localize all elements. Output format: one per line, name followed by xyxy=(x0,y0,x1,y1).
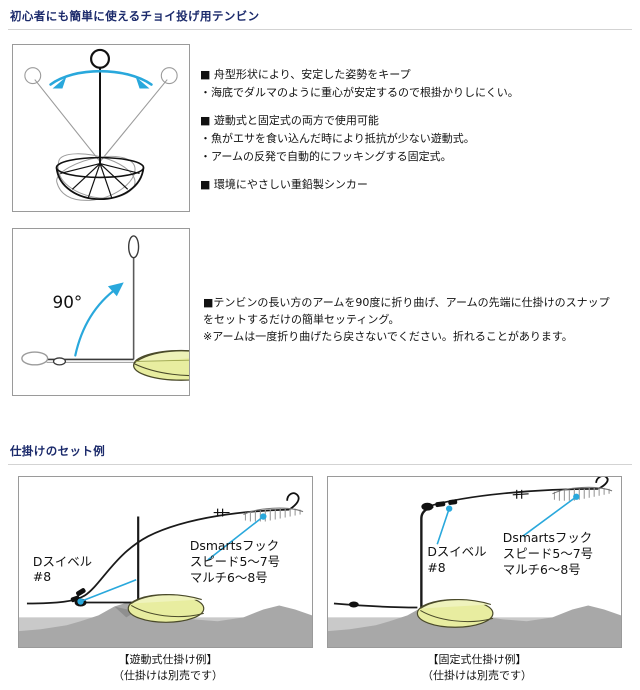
ghost-arm-right xyxy=(99,67,178,162)
stability-illustration xyxy=(24,48,178,201)
swivel-pointer-line xyxy=(80,579,137,603)
hook-label-line1: Dsmartsフック xyxy=(190,539,279,553)
hook-pointer-dot xyxy=(573,493,580,500)
arm-top-ring xyxy=(127,235,140,259)
section-heading-features: 初心者にも簡単に使えるチョイ投げ用テンビン xyxy=(10,9,260,23)
feature-line-2: ■ 遊動式と固定式の両方で使用可能 xyxy=(200,114,379,127)
caption-line-1: 【固定式仕掛け例】 xyxy=(427,653,527,666)
hook-label-line2: スピード5〜7号 xyxy=(503,547,593,561)
rig-caption-sliding: 【遊動式仕掛け例】 （仕掛けは別売です） xyxy=(18,652,318,684)
line-bead xyxy=(348,601,359,608)
feature-line-5: ■ 環境にやさしい重鉛製シンカー xyxy=(200,178,368,191)
arm-bead xyxy=(52,357,67,366)
sinker-body xyxy=(127,594,205,623)
hook-pointer-dot xyxy=(260,513,267,520)
arm-end-loop xyxy=(21,351,49,366)
caption-line-2: （仕掛けは別売です） xyxy=(113,669,223,682)
section-divider-1 xyxy=(8,29,632,30)
hook-label-line3: マルチ6〜8号 xyxy=(503,563,581,577)
hook-icon xyxy=(286,492,300,511)
ghost-arm-left xyxy=(24,67,101,162)
setup-line-0: ■テンビンの長い方のアームを90度に折り曲げ、アームの先端に仕掛けのスナップ xyxy=(203,296,610,309)
feature-line-3: ・魚がエサを食い込んだ時により抵抗が少ない遊動式。 xyxy=(200,132,475,145)
bend-arrow-icon xyxy=(74,282,124,357)
hook-label-line1: Dsmartsフック xyxy=(503,531,592,545)
boat-hull xyxy=(55,156,145,201)
setup-instructions: ■テンビンの長い方のアームを90度に折り曲げ、アームの先端に仕掛けのスナップ を… xyxy=(203,294,623,345)
swivel-label-line2: #8 xyxy=(33,570,51,584)
seabed-silhouette xyxy=(19,601,312,647)
feature-line-4: ・アームの反発で自動的にフッキングする固定式。 xyxy=(200,150,452,163)
arm-top-ring xyxy=(90,48,110,69)
swivel-label-line1: Dスイベル xyxy=(33,555,92,569)
hook-pointer-line xyxy=(522,496,577,537)
sinker-body xyxy=(133,349,189,381)
swivel-pointer-line xyxy=(436,508,450,545)
seabed-shade xyxy=(114,606,137,618)
diagram-panel-stability xyxy=(12,44,190,212)
rig-caption-fixed: 【固定式仕掛け例】 （仕掛けは別売です） xyxy=(327,652,627,684)
hook-and-bait xyxy=(213,492,304,522)
bend-illustration: 90° xyxy=(21,235,189,381)
caption-line-2: （仕掛けは別売です） xyxy=(422,669,532,682)
swivel-assembly xyxy=(421,499,458,511)
swivel-pointer-dot xyxy=(445,505,453,512)
main-line-lower xyxy=(333,602,418,609)
section-divider-2 xyxy=(8,464,632,465)
hook-pointer-line xyxy=(207,515,264,561)
setup-line-1: をセットするだけの簡単セッティング。 xyxy=(203,313,400,326)
feature-line-1: ・海底でダルマのように重心が安定するので根掛かりしにくい。 xyxy=(200,86,519,99)
hook-and-bait xyxy=(512,477,613,501)
angle-label: 90° xyxy=(53,292,83,312)
setup-line-2: ※アームは一度折り曲げたら戻さないでください。折れることがあります。 xyxy=(203,330,573,343)
caption-line-1: 【遊動式仕掛け例】 xyxy=(118,653,218,666)
diagram-panel-bend: 90° xyxy=(12,228,190,396)
swivel-label-line1: Dスイベル xyxy=(427,545,486,559)
rig-panel-fixed: Dスイベル #8 Dsmartsフック スピード5〜7号 マルチ6〜8号 xyxy=(327,476,622,648)
swivel-pointer-dot xyxy=(77,598,84,605)
feature-line-0: ■ 舟型形状により、安定した姿勢をキープ xyxy=(200,68,411,81)
sliding-rig-illustration: Dスイベル #8 Dsmartsフック スピード5〜7号 マルチ6〜8号 xyxy=(19,492,312,647)
rig-panel-sliding: Dスイベル #8 Dsmartsフック スピード5〜7号 マルチ6〜8号 xyxy=(18,476,313,648)
sinker-body xyxy=(416,598,494,628)
fixed-rig-illustration: Dスイベル #8 Dsmartsフック スピード5〜7号 マルチ6〜8号 xyxy=(328,477,621,647)
swivel-label-line2: #8 xyxy=(427,561,445,575)
hook-label-line2: スピード5〜7号 xyxy=(190,555,280,569)
ghost-hull-left xyxy=(56,155,136,201)
hook-label-line3: マルチ6〜8号 xyxy=(190,571,268,585)
section-heading-rig-examples: 仕掛けのセット例 xyxy=(10,444,106,458)
hook-icon xyxy=(595,477,609,490)
feature-list: ■ 舟型形状により、安定した姿勢をキープ ・海底でダルマのように重心が安定するの… xyxy=(200,66,519,194)
